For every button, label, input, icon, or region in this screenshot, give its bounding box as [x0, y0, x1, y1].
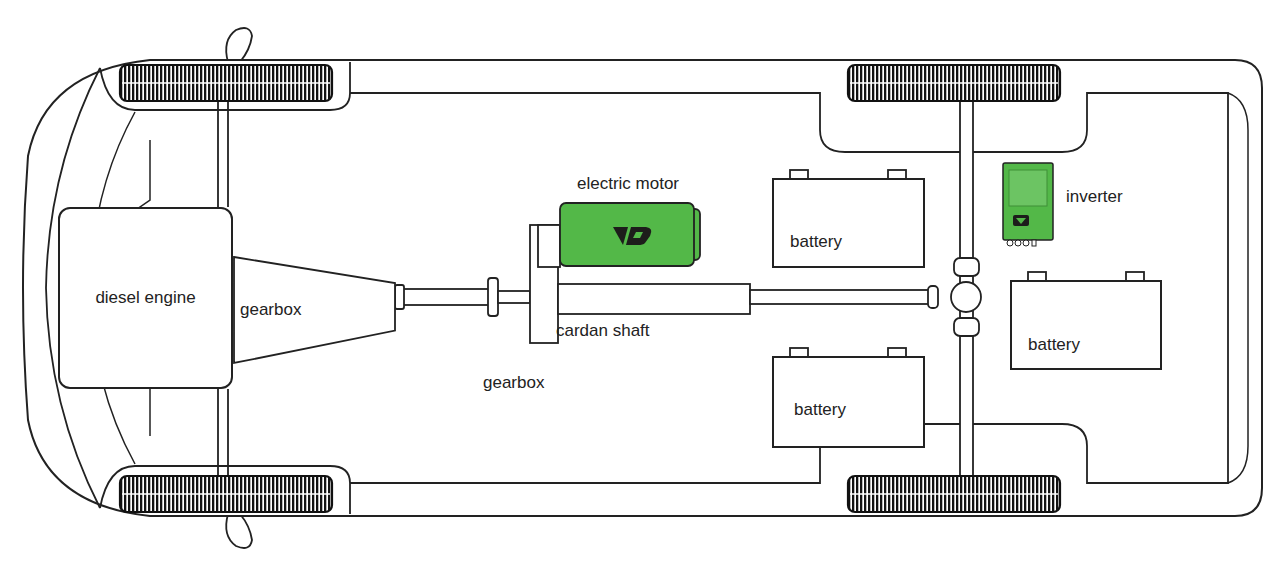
part-name: battery — [794, 400, 846, 420]
gearbox-box: gearbox — [233, 256, 395, 364]
connector — [1007, 240, 1036, 246]
front-arch — [100, 62, 350, 110]
part-label: inverter — [1066, 187, 1123, 207]
body-inner-line — [350, 93, 1228, 483]
shaft — [395, 289, 490, 305]
front-arch — [100, 466, 350, 514]
part-name: diesel engine — [95, 288, 195, 308]
part-label: cardan shaft — [556, 321, 650, 341]
part-name: battery — [790, 232, 842, 252]
vehicle-body — [23, 60, 1262, 516]
battery-box: battery — [1010, 280, 1162, 370]
tyre — [848, 476, 1060, 512]
part-label: gearbox — [483, 373, 544, 393]
body-inner-line — [1228, 93, 1248, 483]
tyre — [120, 65, 332, 101]
logo — [1016, 218, 1026, 224]
tyre — [120, 476, 332, 512]
coupling — [395, 285, 404, 309]
shaft — [498, 291, 530, 303]
part-name: gearbox — [240, 300, 301, 320]
engine-box: diesel engine — [58, 207, 233, 389]
battery-box: battery — [772, 178, 925, 268]
side-mirror — [226, 28, 252, 62]
logo — [633, 232, 643, 238]
part-name: battery — [1028, 335, 1080, 355]
axle-coupling — [954, 318, 979, 336]
gearbox-plate — [538, 225, 560, 267]
logo — [1013, 215, 1029, 226]
differential — [951, 282, 981, 312]
tyre — [848, 65, 1060, 101]
shaft — [750, 290, 930, 304]
inverter-box — [1003, 163, 1053, 240]
inverter-panel — [1009, 170, 1047, 206]
joint — [928, 286, 938, 308]
cardan-shaft — [558, 284, 750, 314]
flange — [488, 278, 498, 316]
part-label: electric motor — [577, 174, 679, 194]
gearbox-shape — [234, 257, 395, 363]
logo — [613, 227, 628, 245]
electric-motor — [560, 203, 694, 266]
battery-box: battery — [772, 356, 925, 448]
logo — [626, 227, 651, 245]
axle-coupling — [954, 258, 979, 276]
side-mirror — [226, 514, 252, 548]
